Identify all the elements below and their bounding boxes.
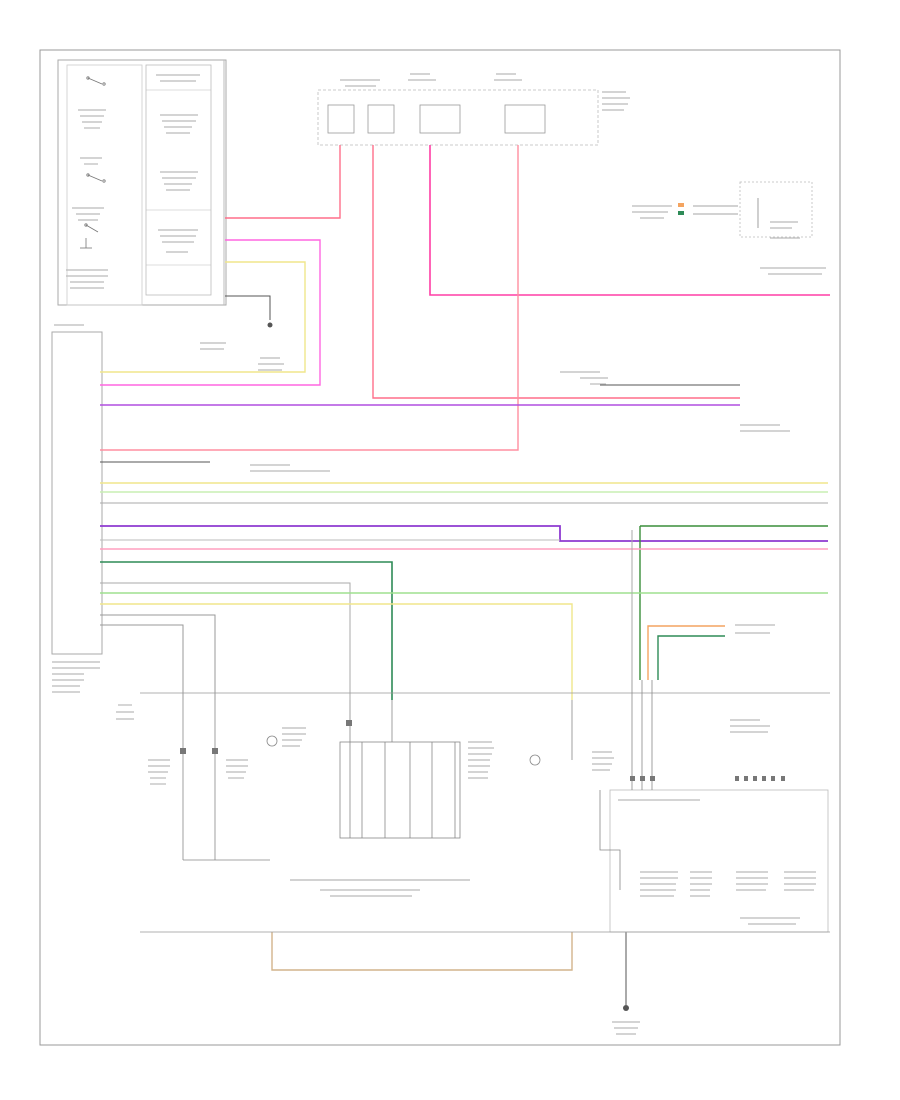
wire-red-1 [225,145,341,219]
wire-magenta-1 [429,145,830,296]
light-switch-connector [51,324,103,693]
headlamp-module-lower [116,322,830,1035]
bulb-icon [266,735,541,766]
wire-dark-green-3 [657,635,725,680]
wire-gray-4 [100,614,216,700]
wire-gray-5 [100,624,184,700]
ground-icon [267,322,629,1011]
wire-green-1 [100,561,393,700]
wire-pink-1 [100,239,321,386]
switch-icon [84,76,106,233]
module-label-blocks [66,74,200,289]
instrument-cluster [632,181,826,275]
fuse-box [317,73,630,146]
wire-red-3 [100,145,519,451]
wire-ground-1 [271,932,573,971]
wire-orange-1 [647,625,725,680]
headlamp-switch-module [57,59,227,306]
wire-dark-1 [225,295,271,320]
wire-violet-2 [100,525,828,542]
wire-yellow-3 [100,603,573,700]
connector-icon [180,720,785,781]
wire-red-2 [372,145,740,399]
wire-yellow-1 [100,261,306,373]
wires [100,145,830,1005]
wire-gray-3 [100,582,351,700]
diagram-frame [39,49,841,1046]
ground-icon [80,238,92,249]
